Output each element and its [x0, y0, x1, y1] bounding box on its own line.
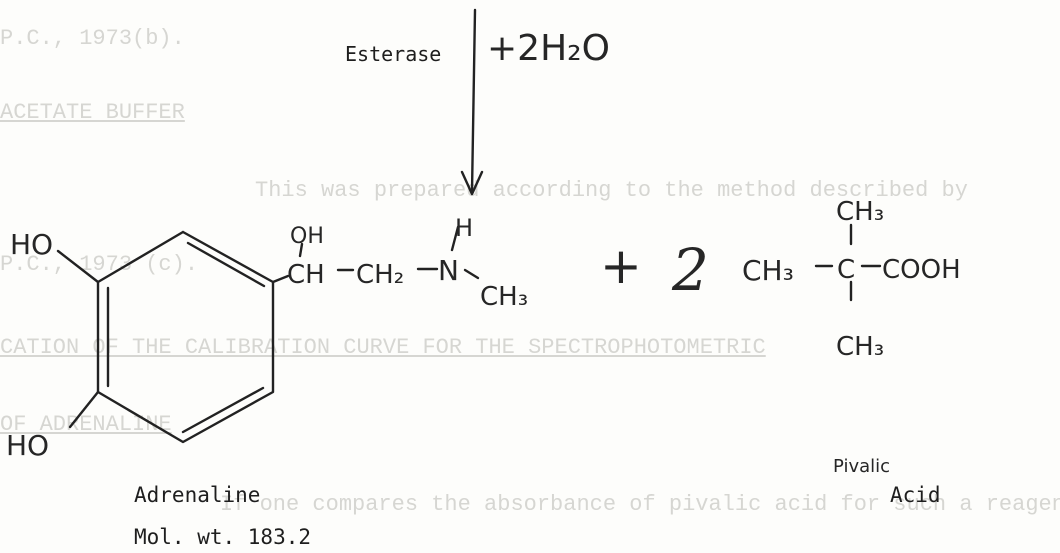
pivalic-acid-group-label: COOH — [882, 255, 961, 285]
adrenaline-name-label: Adrenaline — [134, 483, 261, 507]
ring-inner-bond-3 — [181, 386, 265, 434]
background-line-absorbance: If one compares the absorbance of pivali… — [220, 492, 1060, 517]
reaction-arrow-shaft — [470, 8, 477, 194]
background-line-prepared: This was prepared according to the metho… — [255, 178, 968, 203]
background-line-reference-b: P.C., 1973(b). — [0, 26, 185, 51]
bond-n-ch3 — [463, 268, 480, 280]
methylene-label: CH₂ — [356, 260, 404, 290]
pivalic-top-methyl-label: CH₃ — [836, 197, 884, 227]
reaction-arrow-head — [460, 170, 484, 196]
bond-n-h — [450, 225, 460, 252]
background-heading-adrenaline: OF ADRENALINE — [0, 412, 172, 437]
benzene-ring — [96, 230, 275, 444]
background-heading-acetate-buffer: ACETATE BUFFER — [0, 100, 185, 125]
enzyme-label: Esterase — [345, 42, 442, 66]
pivalic-center-carbon-label: C — [837, 255, 855, 285]
ring-inner-bond-1 — [186, 241, 266, 288]
side-chain-oh-label: OH — [290, 224, 324, 249]
pivalic-typed-name: Acid — [890, 483, 941, 507]
background-heading-calibration: CATION OF THE CALIBRATION CURVE FOR THE … — [0, 335, 766, 360]
hydroxyl-top-label: HO — [10, 228, 53, 261]
nitrogen-label: N — [438, 254, 459, 287]
amine-methyl-label: CH₃ — [480, 282, 528, 312]
side-chain-ch-label: CH — [287, 260, 325, 290]
stoichiometric-coefficient: 2 — [671, 236, 709, 304]
reagent-water: +2H₂O — [487, 28, 610, 69]
bond-ho-bottom — [68, 390, 100, 429]
pivalic-handwritten-name: Pivalic — [833, 456, 890, 477]
bond-ring-chain — [271, 274, 290, 284]
amine-hydrogen-label: H — [455, 214, 473, 242]
background-line-reference-c: P.C., 1973 (c). — [0, 252, 199, 277]
pivalic-left-methyl-label: CH₃ — [742, 254, 794, 287]
hydroxyl-bottom-label: HO — [6, 429, 49, 462]
pivalic-bottom-methyl-label: CH₃ — [836, 332, 884, 362]
reaction-plus-sign: + — [600, 237, 642, 295]
adrenaline-molecular-weight: Mol. wt. 183.2 — [134, 525, 312, 549]
bond-ho-top — [56, 249, 100, 284]
bond-oh-ch — [298, 242, 304, 258]
